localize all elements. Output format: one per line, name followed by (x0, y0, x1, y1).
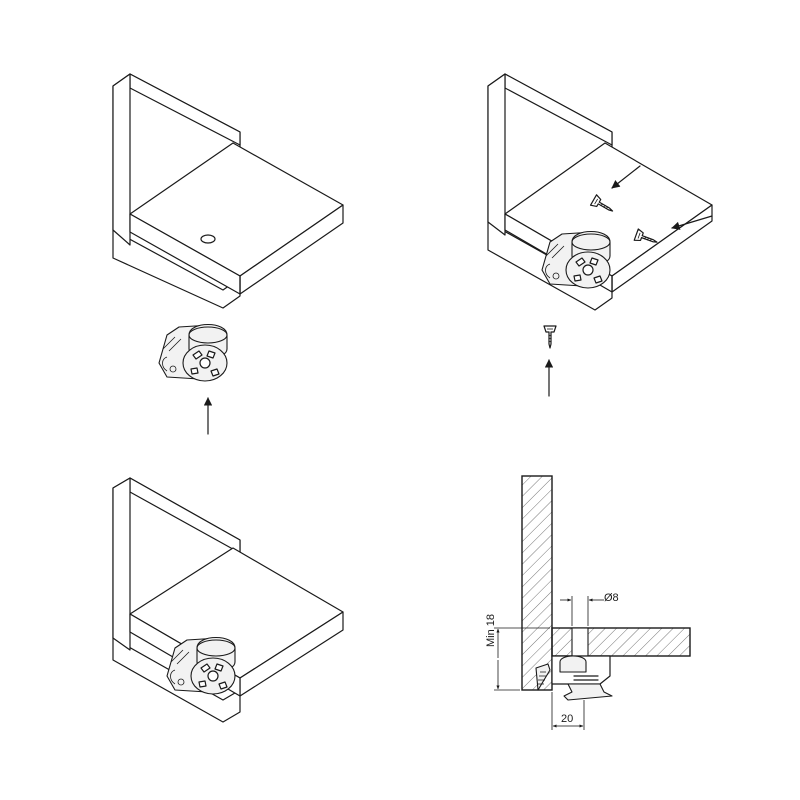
step-3-view (112, 477, 344, 723)
screw-icon (543, 325, 557, 349)
step-2-view (487, 73, 713, 397)
step-4-section: Ø8 Min 18 20 (485, 475, 691, 730)
step-1-view (112, 73, 344, 435)
arrow-icon (671, 215, 713, 230)
min-thickness-label: Min 18 (485, 614, 497, 647)
drill-hole (571, 627, 589, 657)
arrow-icon (611, 165, 641, 189)
offset-label: 20 (561, 713, 573, 725)
leveler-part (166, 636, 236, 695)
screw-section (535, 663, 551, 691)
leveler-part (158, 323, 228, 382)
leveler-foot (563, 683, 613, 701)
leveler-part (541, 230, 611, 289)
diameter-label: Ø8 (604, 592, 619, 604)
side-panel-section (521, 475, 553, 691)
